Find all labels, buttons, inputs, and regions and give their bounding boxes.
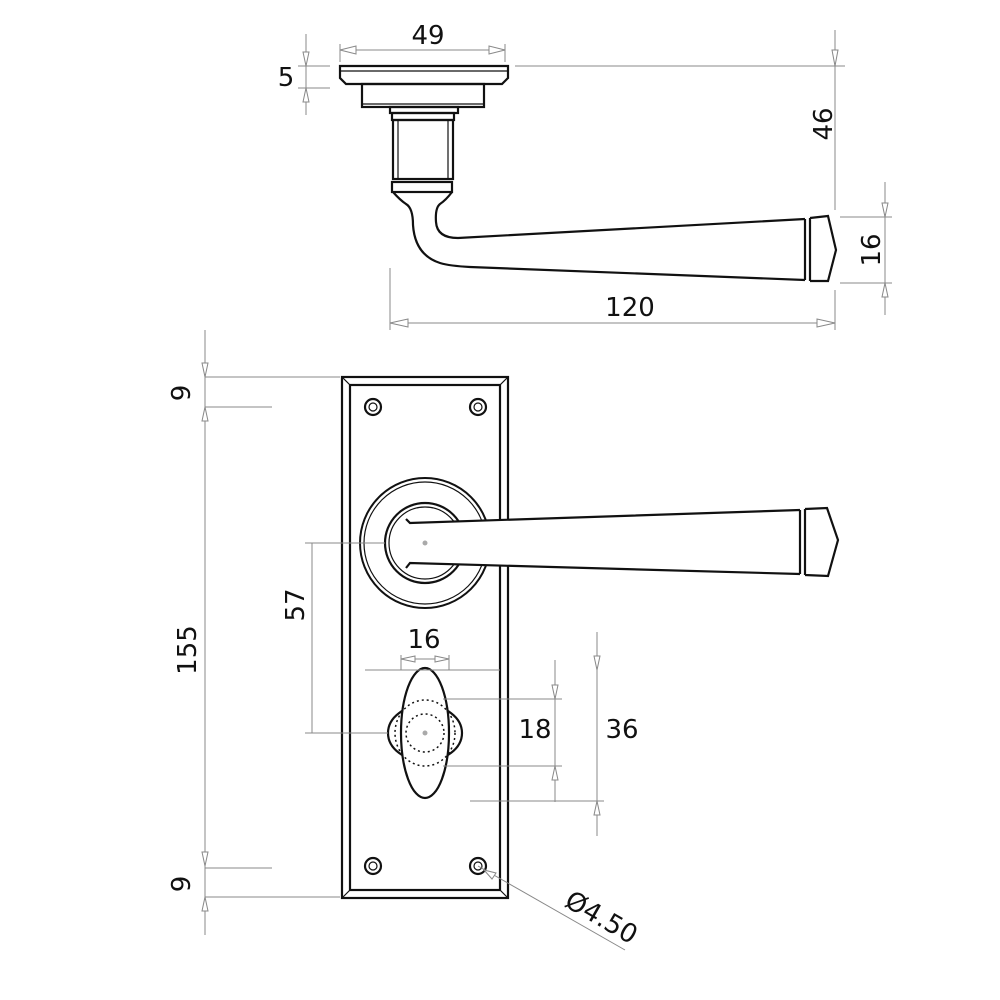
screw-holes	[363, 397, 488, 876]
dim-top-screw: 9	[167, 385, 197, 402]
screw-hole-icon	[468, 856, 488, 876]
dim-turn-width: 16	[407, 625, 440, 655]
backplate	[340, 375, 510, 900]
spindle-neck	[388, 105, 460, 194]
dim-lever-to-turn: 57	[281, 588, 311, 621]
dim-turn-inner: 18	[518, 715, 551, 745]
dim-rose-thickness: 5	[278, 63, 295, 93]
thumbturn	[386, 666, 464, 800]
screw-hole-icon	[363, 856, 383, 876]
dim-lever-height: 16	[857, 233, 887, 266]
screw-hole-icon	[468, 397, 488, 417]
lever-side	[392, 191, 838, 283]
dim-screw-centres: 155	[173, 625, 203, 675]
front-dimensions: 9 155 9 57 16 18 36	[167, 330, 642, 951]
front-view: 9 155 9 57 16 18 36	[167, 330, 840, 951]
rose-side	[338, 64, 510, 109]
lever-front	[405, 506, 840, 578]
side-view: 49 5 46 16 120	[278, 21, 892, 330]
screw-hole-icon	[363, 397, 383, 417]
dim-screw-hole-diameter: Ø4.50	[560, 885, 643, 950]
dim-lever-length: 120	[605, 293, 655, 323]
dim-turn-outer: 36	[605, 715, 638, 745]
dim-projection: 46	[809, 107, 839, 140]
side-dimensions: 49 5 46 16 120	[278, 21, 892, 330]
dim-bottom-screw: 9	[167, 876, 197, 893]
dim-rose-width: 49	[411, 21, 444, 51]
